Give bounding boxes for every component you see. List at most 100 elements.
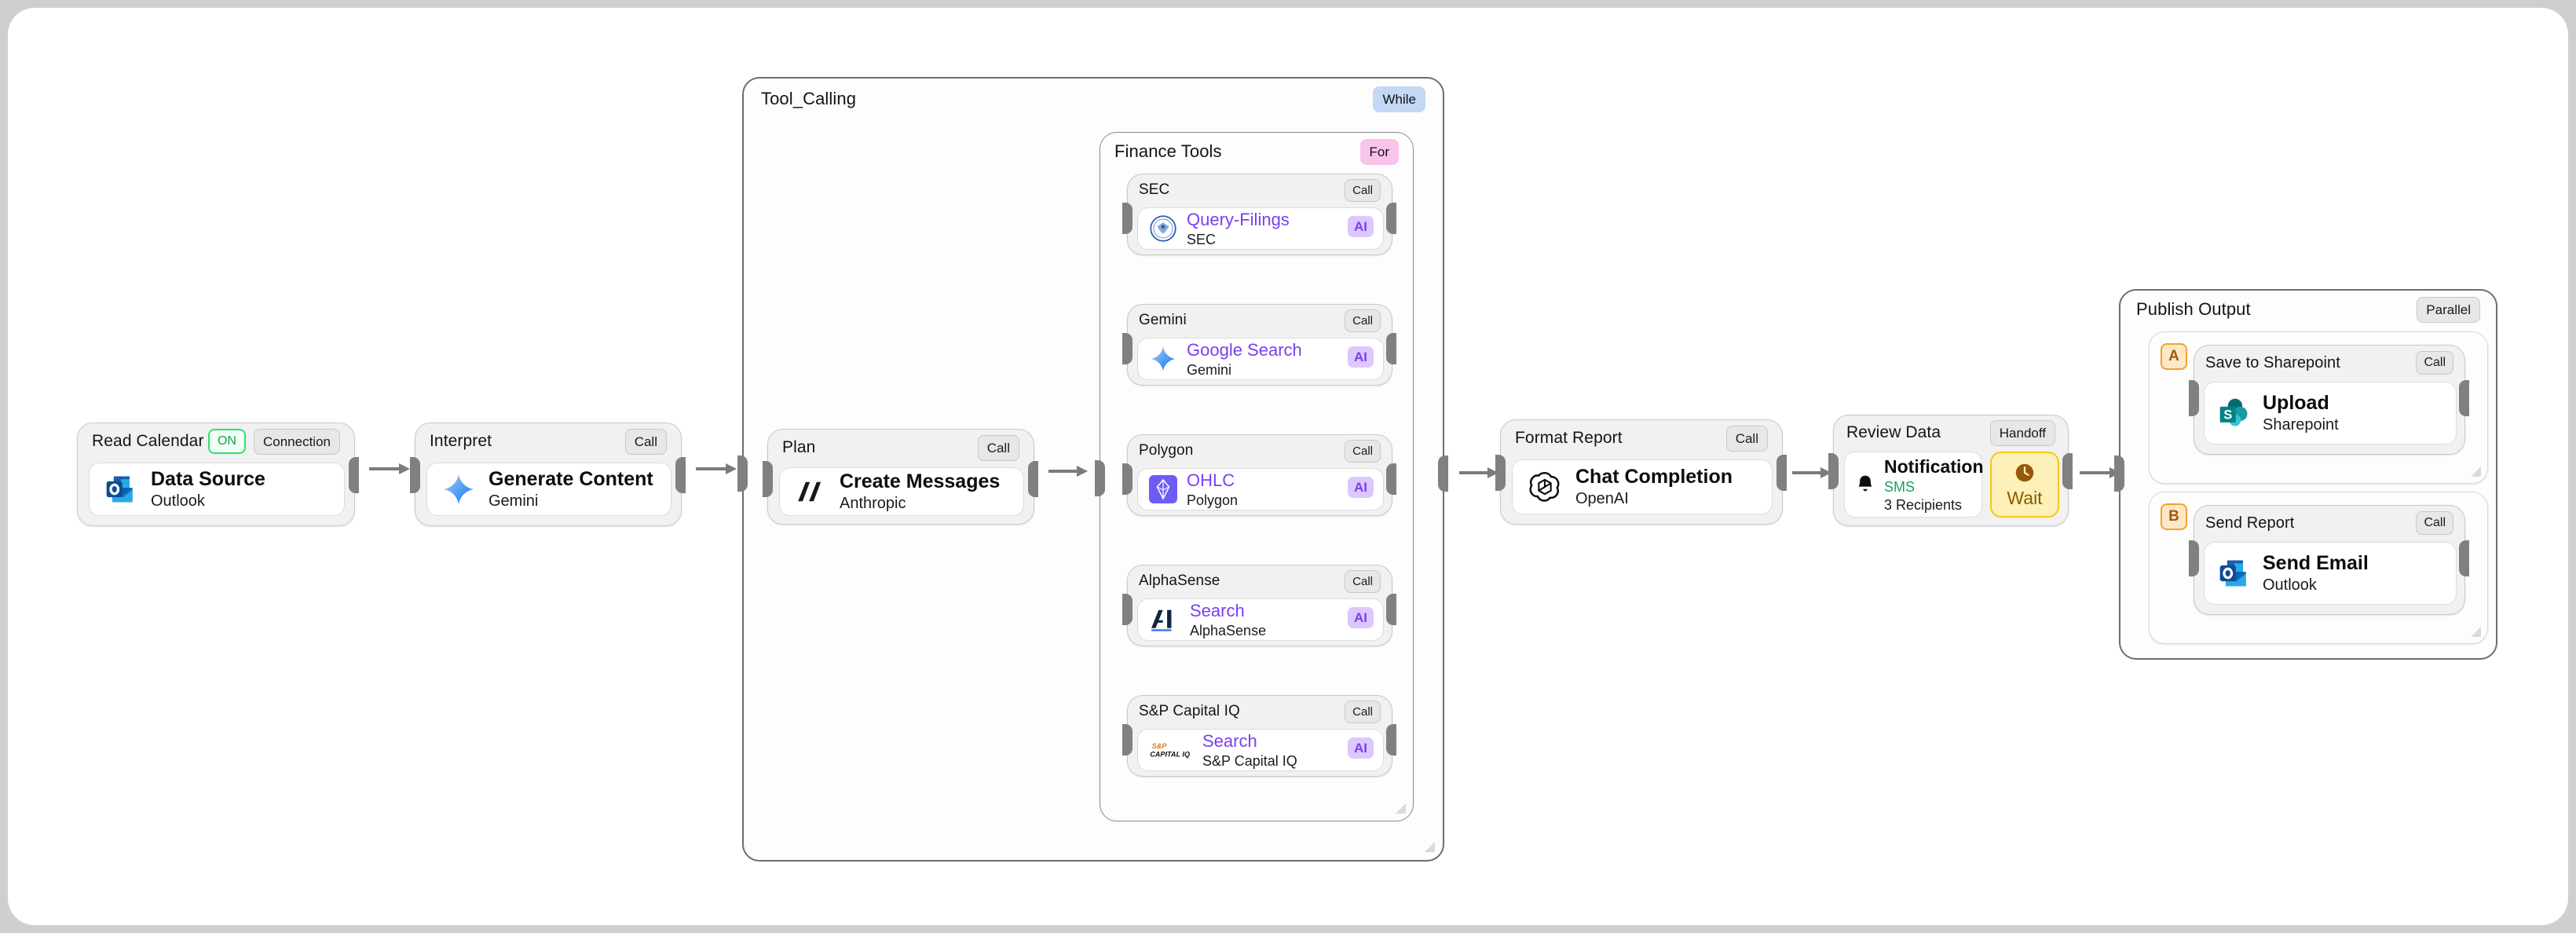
wait-label: Wait	[2007, 487, 2043, 508]
op-card-google-search[interactable]: Google Search Gemini AI	[1137, 338, 1384, 380]
op-card-send-email[interactable]: Send Email Outlook	[2204, 542, 2457, 605]
node-send-report[interactable]: Send Report Call	[2189, 505, 2469, 615]
node-save-to-sharepoint[interactable]: Save to Sharepoint Call S Upload	[2189, 345, 2469, 455]
input-handle[interactable]	[763, 461, 773, 497]
output-handle[interactable]	[1386, 594, 1396, 625]
sp-capital-iq-icon: S&P CAPITAL IQ	[1150, 742, 1190, 758]
output-handle[interactable]	[675, 457, 686, 493]
op-card-sp-search[interactable]: S&P CAPITAL IQ Search S&P Capital IQ AI	[1137, 729, 1384, 771]
svg-text:S: S	[2223, 408, 2232, 422]
node-read-calendar[interactable]: Read Calendar ON Connection Data Source …	[77, 423, 359, 526]
output-handle[interactable]	[349, 457, 359, 493]
branch-a-container[interactable]: A Save to Sharepoint Call S	[2149, 331, 2488, 484]
type-badge-call[interactable]: Call	[1345, 700, 1381, 723]
node-format-report[interactable]: Format Report Call Chat Completion OpenA…	[1495, 419, 1787, 525]
op-subtitle: Outlook	[151, 492, 205, 510]
node-finance-tools-group[interactable]: Finance Tools For SEC Call	[1095, 132, 1414, 821]
node-review-data[interactable]: Review Data Handoff Notification SMS 3 R…	[1828, 415, 2073, 526]
output-handle[interactable]	[1386, 203, 1396, 234]
input-handle[interactable]	[1122, 203, 1132, 234]
node-interpret[interactable]: Interpret Call Generate Content Gemini	[410, 423, 686, 526]
node-title: Plan	[782, 438, 816, 456]
op-title: Query-Filings	[1187, 209, 1290, 229]
op-card-notification[interactable]: Notification SMS 3 Recipients	[1844, 452, 1984, 518]
input-handle[interactable]	[410, 457, 420, 493]
type-badge-call[interactable]: Call	[1345, 569, 1381, 593]
node-tool-sp-capital-iq[interactable]: S&P Capital IQ Call S&P CAPITAL IQ Searc…	[1122, 695, 1396, 777]
op-title: Data Source	[151, 468, 265, 490]
type-badge-call[interactable]: Call	[2416, 511, 2453, 535]
output-handle[interactable]	[1386, 463, 1396, 495]
op-card-upload[interactable]: S Upload Sharepoint	[2204, 382, 2457, 445]
output-handle[interactable]	[1438, 456, 1448, 492]
edge-read-calendar-to-interpret	[369, 463, 410, 474]
node-header: Interpret Call	[415, 423, 681, 459]
type-badge-call[interactable]: Call	[1345, 309, 1381, 332]
type-badge-call[interactable]: Call	[2416, 351, 2453, 375]
input-handle[interactable]	[2189, 380, 2199, 416]
output-handle[interactable]	[1028, 461, 1038, 497]
node-tool-gemini[interactable]: Gemini Call Google Search Gemini	[1122, 304, 1396, 386]
input-handle[interactable]	[1122, 333, 1132, 364]
node-title: Publish Output	[2136, 299, 2251, 319]
output-handle[interactable]	[1386, 724, 1396, 756]
input-handle[interactable]	[737, 456, 748, 492]
op-card-chat-completion[interactable]: Chat Completion OpenAI	[1512, 459, 1773, 514]
type-badge-connection[interactable]: Connection	[253, 428, 340, 455]
op-card-query-filings[interactable]: Query-Filings SEC AI	[1137, 207, 1384, 250]
op-title: Search	[1190, 600, 1245, 620]
op-card-data-source[interactable]: Data Source Outlook	[89, 463, 345, 516]
op-card-create-messages[interactable]: Create Messages Anthropic	[779, 467, 1024, 516]
type-badge-call[interactable]: Call	[977, 434, 1019, 461]
resize-handle[interactable]	[2471, 627, 2481, 637]
op-card-ohlc[interactable]: OHLC Polygon AI	[1137, 468, 1384, 510]
type-badge-call[interactable]: Call	[1345, 178, 1381, 202]
node-tool-alphasense[interactable]: AlphaSense Call Search AlphaSense	[1122, 565, 1396, 646]
resize-handle[interactable]	[2471, 466, 2481, 477]
type-badge-for[interactable]: For	[1359, 138, 1399, 165]
input-handle[interactable]	[1122, 463, 1132, 495]
resize-handle[interactable]	[1396, 803, 1406, 814]
branch-b-container[interactable]: B Send Report Call	[2149, 492, 2488, 644]
input-handle[interactable]	[2189, 540, 2199, 576]
input-handle[interactable]	[1122, 594, 1132, 625]
output-handle[interactable]	[1386, 333, 1396, 364]
type-badge-handoff[interactable]: Handoff	[1989, 419, 2055, 446]
wait-tile[interactable]: Wait	[1990, 452, 2059, 518]
sharepoint-icon: S	[2219, 398, 2248, 426]
gemini-icon	[443, 474, 474, 505]
input-handle[interactable]	[1122, 724, 1132, 756]
node-tool-polygon[interactable]: Polygon Call OHLC Polygon	[1122, 434, 1396, 516]
node-title: Format Report	[1515, 429, 1623, 447]
node-tool-sec[interactable]: SEC Call Query-Filings SEC	[1122, 174, 1396, 255]
node-title: AlphaSense	[1139, 573, 1220, 589]
type-badge-call[interactable]: Call	[1345, 439, 1381, 463]
node-publish-output-group[interactable]: Publish Output Parallel A Save to Sharep…	[2114, 289, 2497, 660]
node-tool-calling-group[interactable]: Tool_Calling While Plan Call Cr	[737, 77, 1448, 862]
workflow-canvas[interactable]: Read Calendar ON Connection Data Source …	[8, 8, 2568, 925]
output-handle[interactable]	[2062, 453, 2073, 489]
type-badge-call[interactable]: Call	[624, 428, 667, 455]
op-title: Google Search	[1187, 339, 1302, 360]
type-badge-while[interactable]: While	[1373, 86, 1425, 112]
op-card-alphasense-search[interactable]: Search AlphaSense AI	[1137, 598, 1384, 641]
node-plan[interactable]: Plan Call Create Messages Anthropic	[763, 429, 1038, 525]
input-handle[interactable]	[2114, 456, 2124, 492]
input-handle[interactable]	[1495, 455, 1506, 491]
input-handle[interactable]	[1828, 453, 1839, 489]
type-badge-call[interactable]: Call	[1725, 425, 1768, 452]
clock-icon	[2015, 463, 2034, 481]
toggle-badge-on[interactable]: ON	[207, 429, 246, 454]
resize-handle[interactable]	[1425, 842, 1435, 852]
ai-badge: AI	[1348, 477, 1374, 498]
output-handle[interactable]	[2459, 380, 2469, 416]
op-card-generate-content[interactable]: Generate Content Gemini	[426, 463, 671, 516]
node-header: Publish Output Parallel	[2120, 291, 2496, 328]
svg-text:S&P: S&P	[1152, 742, 1168, 750]
output-handle[interactable]	[2459, 540, 2469, 576]
edge-format-report-to-review-data	[1792, 467, 1831, 478]
op-title: Create Messages	[840, 470, 1001, 492]
output-handle[interactable]	[1776, 455, 1787, 491]
type-badge-parallel[interactable]: Parallel	[2417, 296, 2480, 323]
input-handle[interactable]	[1095, 460, 1105, 496]
